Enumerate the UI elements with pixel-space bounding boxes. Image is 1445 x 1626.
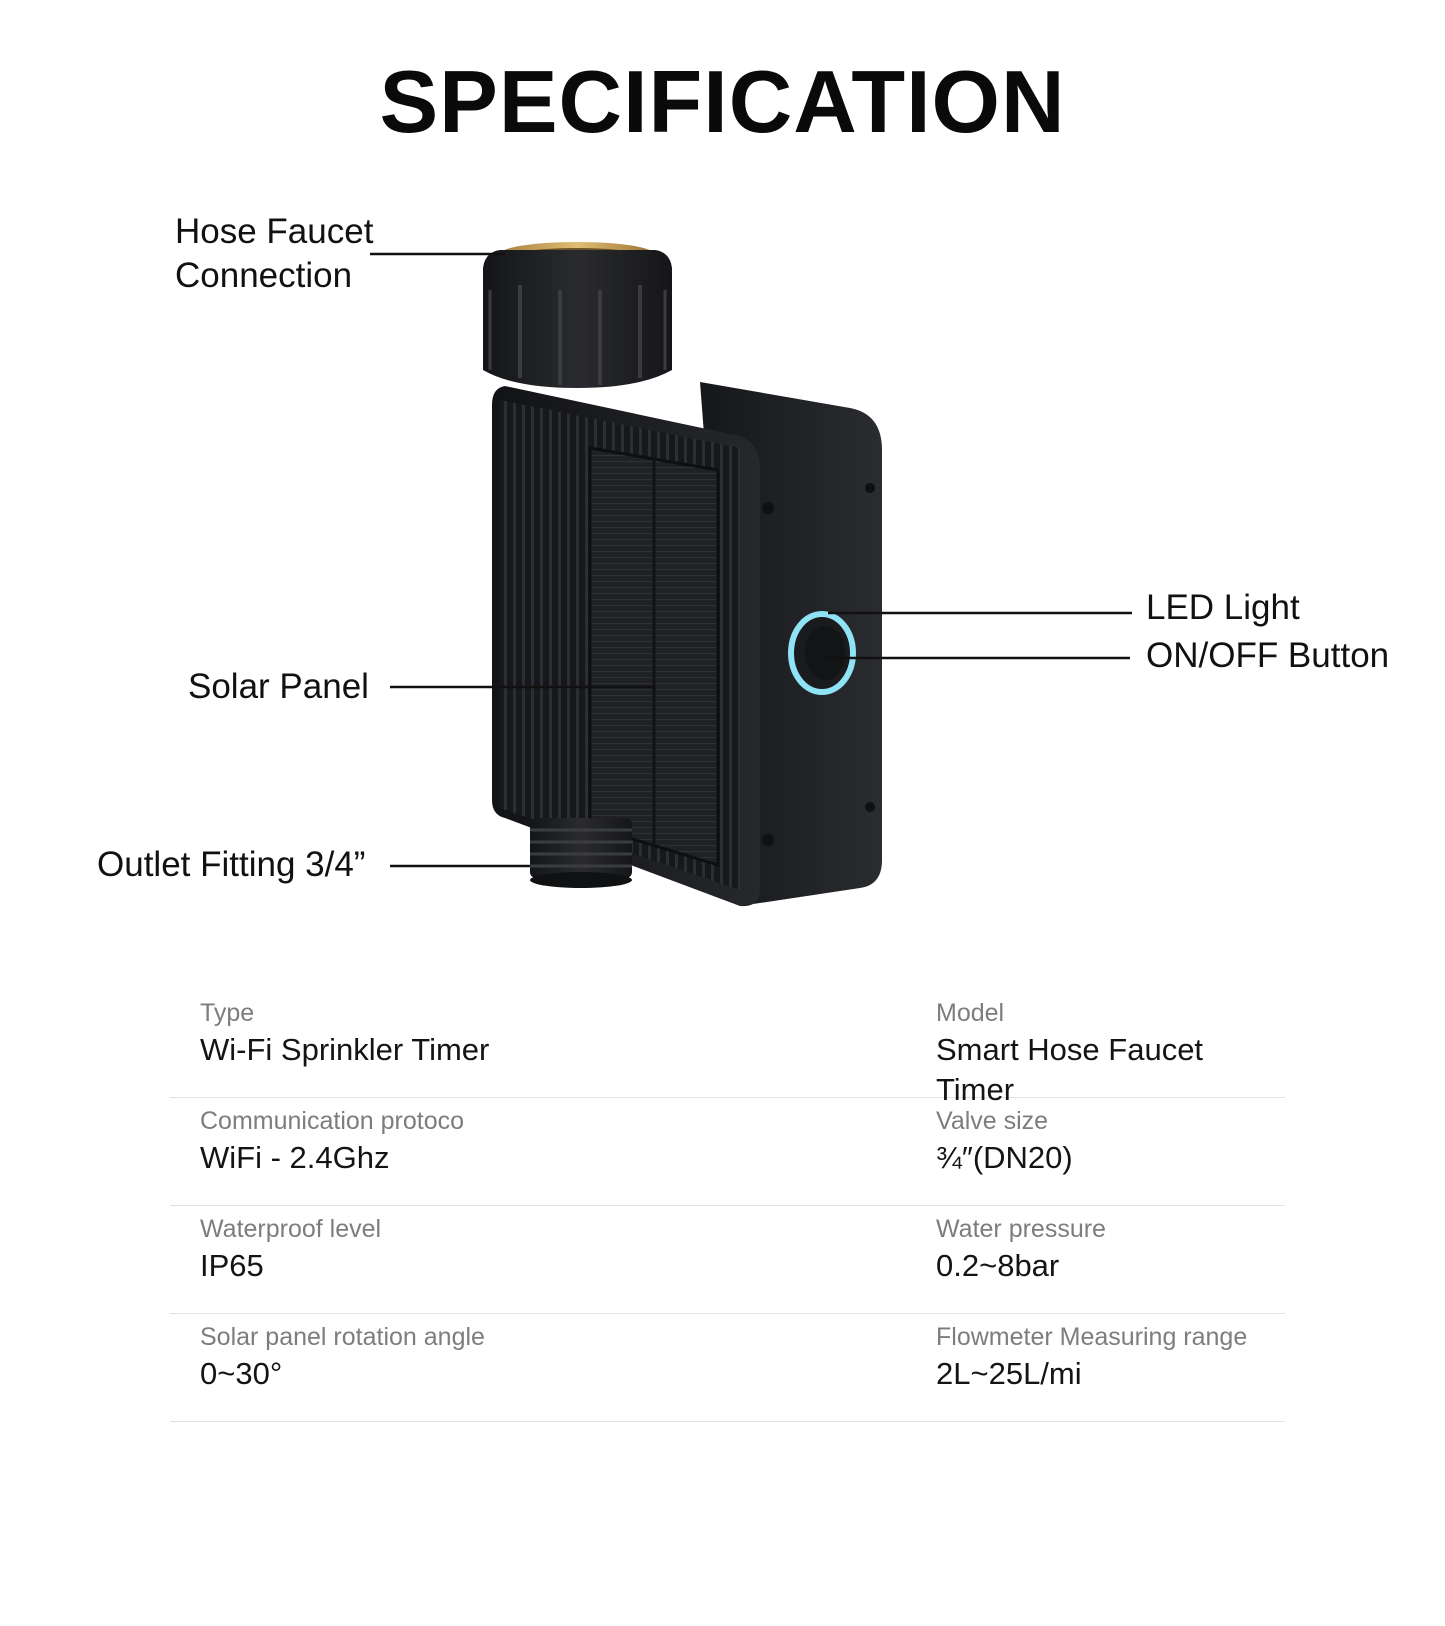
- product-diagram: [370, 242, 1132, 907]
- spec-label: Valve size: [936, 1107, 1049, 1135]
- page-title: SPECIFICATION: [379, 52, 1066, 151]
- spec-value: 2L~25L/mi: [936, 1356, 1082, 1391]
- hose-faucet-callout: Hose Faucet Connection: [175, 210, 373, 298]
- spec-row: Solar panel rotation angle 0~30° Flowmet…: [170, 1314, 1285, 1422]
- spec-value: Wi-Fi Sprinkler Timer: [200, 1032, 490, 1067]
- led-light-label: LED Light: [1146, 588, 1300, 627]
- hose-faucet-connection: [483, 242, 672, 388]
- spec-row: Communication protoco WiFi - 2.4Ghz Valv…: [170, 1098, 1285, 1206]
- outlet-fitting-label: Outlet Fitting 3/4”: [97, 845, 366, 884]
- on-off-button-label: ON/OFF Button: [1146, 636, 1390, 675]
- spec-label: Communication protoco: [200, 1107, 465, 1135]
- solar-panel-label: Solar Panel: [188, 667, 369, 706]
- spec-row: Type Wi-Fi Sprinkler Timer Model Smart H…: [170, 990, 1285, 1107]
- spec-value: ¾″(DN20): [936, 1140, 1073, 1175]
- outlet-fitting: [530, 818, 632, 888]
- spec-flowmeter: Flowmeter Measuring range 2L~25L/mi: [936, 1314, 1247, 1394]
- spec-value: IP65: [200, 1248, 264, 1283]
- spec-model: Model Smart Hose Faucet Timer: [936, 990, 1285, 1110]
- led-light-ring: [788, 611, 856, 695]
- spec-value: 0~30°: [200, 1356, 283, 1391]
- hose-faucet-label-line2: Connection: [175, 256, 353, 295]
- spec-label: Waterproof level: [200, 1215, 382, 1243]
- spec-label: Water pressure: [936, 1215, 1106, 1243]
- spec-valve-size: Valve size ¾″(DN20): [936, 1098, 1073, 1178]
- spec-label: Solar panel rotation angle: [200, 1323, 485, 1351]
- spec-label: Flowmeter Measuring range: [936, 1323, 1248, 1351]
- spec-label: Type: [200, 999, 255, 1027]
- spec-value: Smart Hose Faucet Timer: [936, 1032, 1204, 1107]
- spec-waterproof: Waterproof level IP65: [200, 1206, 381, 1286]
- spec-value: WiFi - 2.4Ghz: [200, 1140, 390, 1175]
- spec-rotation-angle: Solar panel rotation angle 0~30°: [200, 1314, 485, 1394]
- spec-value: 0.2~8bar: [936, 1248, 1060, 1283]
- spec-table: Type Wi-Fi Sprinkler Timer Model Smart H…: [170, 990, 1285, 1422]
- hose-faucet-label-line1: Hose Faucet: [175, 212, 374, 251]
- spec-communication: Communication protoco WiFi - 2.4Ghz: [200, 1098, 464, 1178]
- spec-row: Waterproof level IP65 Water pressure 0.2…: [170, 1206, 1285, 1314]
- spec-type: Type Wi-Fi Sprinkler Timer: [200, 990, 489, 1070]
- spec-label: Model: [936, 999, 1005, 1027]
- spec-water-pressure: Water pressure 0.2~8bar: [936, 1206, 1106, 1286]
